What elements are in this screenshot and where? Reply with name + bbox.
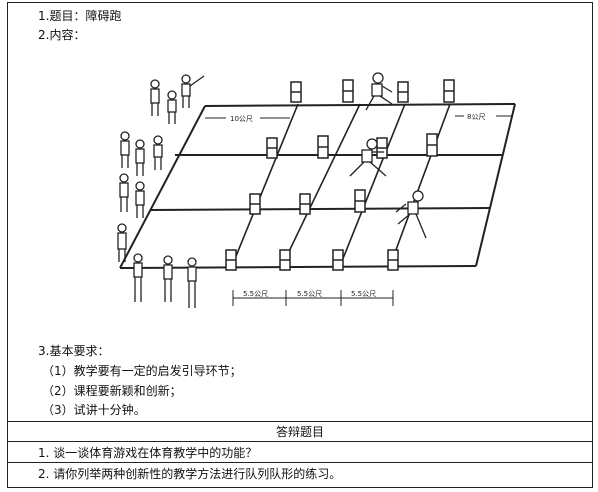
chair-icon xyxy=(225,249,237,271)
lane-line-4 xyxy=(119,265,477,269)
chair-icon xyxy=(354,189,366,213)
chair-icon xyxy=(376,137,388,159)
person-icon xyxy=(150,79,160,116)
diagonal-2 xyxy=(281,103,361,267)
defense-heading: 答辩题目 xyxy=(275,425,324,439)
chair-icon xyxy=(266,137,278,159)
chair-icon xyxy=(279,249,291,271)
person-icon xyxy=(153,135,163,170)
divider-question xyxy=(7,462,593,463)
chair-icon xyxy=(426,133,438,157)
defense-question: 2. 请你列举两种创新性的教学方法进行队列队形的练习。 xyxy=(38,467,342,481)
diagonal-1 xyxy=(231,103,299,267)
person-icon xyxy=(135,139,145,176)
side-line-left xyxy=(119,105,206,269)
requirement-item: （2）课程要新颖和创新； xyxy=(42,384,182,398)
person-icon xyxy=(167,90,177,124)
chair-obstacles xyxy=(225,79,455,271)
lane-line-3 xyxy=(149,207,491,211)
chair-icon xyxy=(397,81,409,103)
measure-bottom-2: 5.5公尺 xyxy=(297,290,322,298)
measure-top-left: 10公尺 xyxy=(230,115,253,123)
person-icon xyxy=(133,253,143,302)
people-figures xyxy=(117,72,427,308)
divider-requirements xyxy=(7,421,593,422)
runner-icon xyxy=(395,190,427,239)
person-icon xyxy=(120,131,130,168)
person-icon xyxy=(135,181,145,218)
chair-icon xyxy=(299,193,311,215)
person-icon xyxy=(163,255,173,302)
diagonal-3 xyxy=(339,103,406,267)
measure-top-right: 8公尺 xyxy=(467,113,485,121)
topic-title: 1.题目：障碍跑 xyxy=(38,9,122,23)
chair-icon xyxy=(317,135,329,159)
content-label: 2.内容： xyxy=(38,28,86,42)
chair-icon xyxy=(332,249,344,271)
requirement-item: （1）教学要有一定的启发引导环节； xyxy=(42,364,242,378)
person-icon xyxy=(117,223,127,262)
divider-defense-heading xyxy=(7,441,593,442)
requirement-item: （3）试讲十分钟。 xyxy=(42,403,146,417)
chair-icon xyxy=(249,193,261,215)
chair-icon xyxy=(443,79,455,103)
runner-icon xyxy=(365,72,393,111)
measure-bottom-1: 5.5公尺 xyxy=(243,290,268,298)
side-line-right xyxy=(475,103,516,267)
measure-bottom-3: 5.5公尺 xyxy=(351,290,376,298)
chair-icon xyxy=(290,81,302,103)
chair-icon xyxy=(342,79,354,103)
diagonal-4 xyxy=(389,103,451,267)
person-icon xyxy=(181,74,205,108)
requirements-heading: 3.基本要求： xyxy=(38,344,110,358)
person-icon xyxy=(187,257,197,308)
person-icon xyxy=(119,173,129,212)
chair-icon xyxy=(387,249,399,271)
runner-icon xyxy=(349,138,387,177)
defense-question: 1. 谈一谈体育游戏在体育教学中的功能？ xyxy=(38,446,258,460)
document-frame xyxy=(7,2,593,488)
